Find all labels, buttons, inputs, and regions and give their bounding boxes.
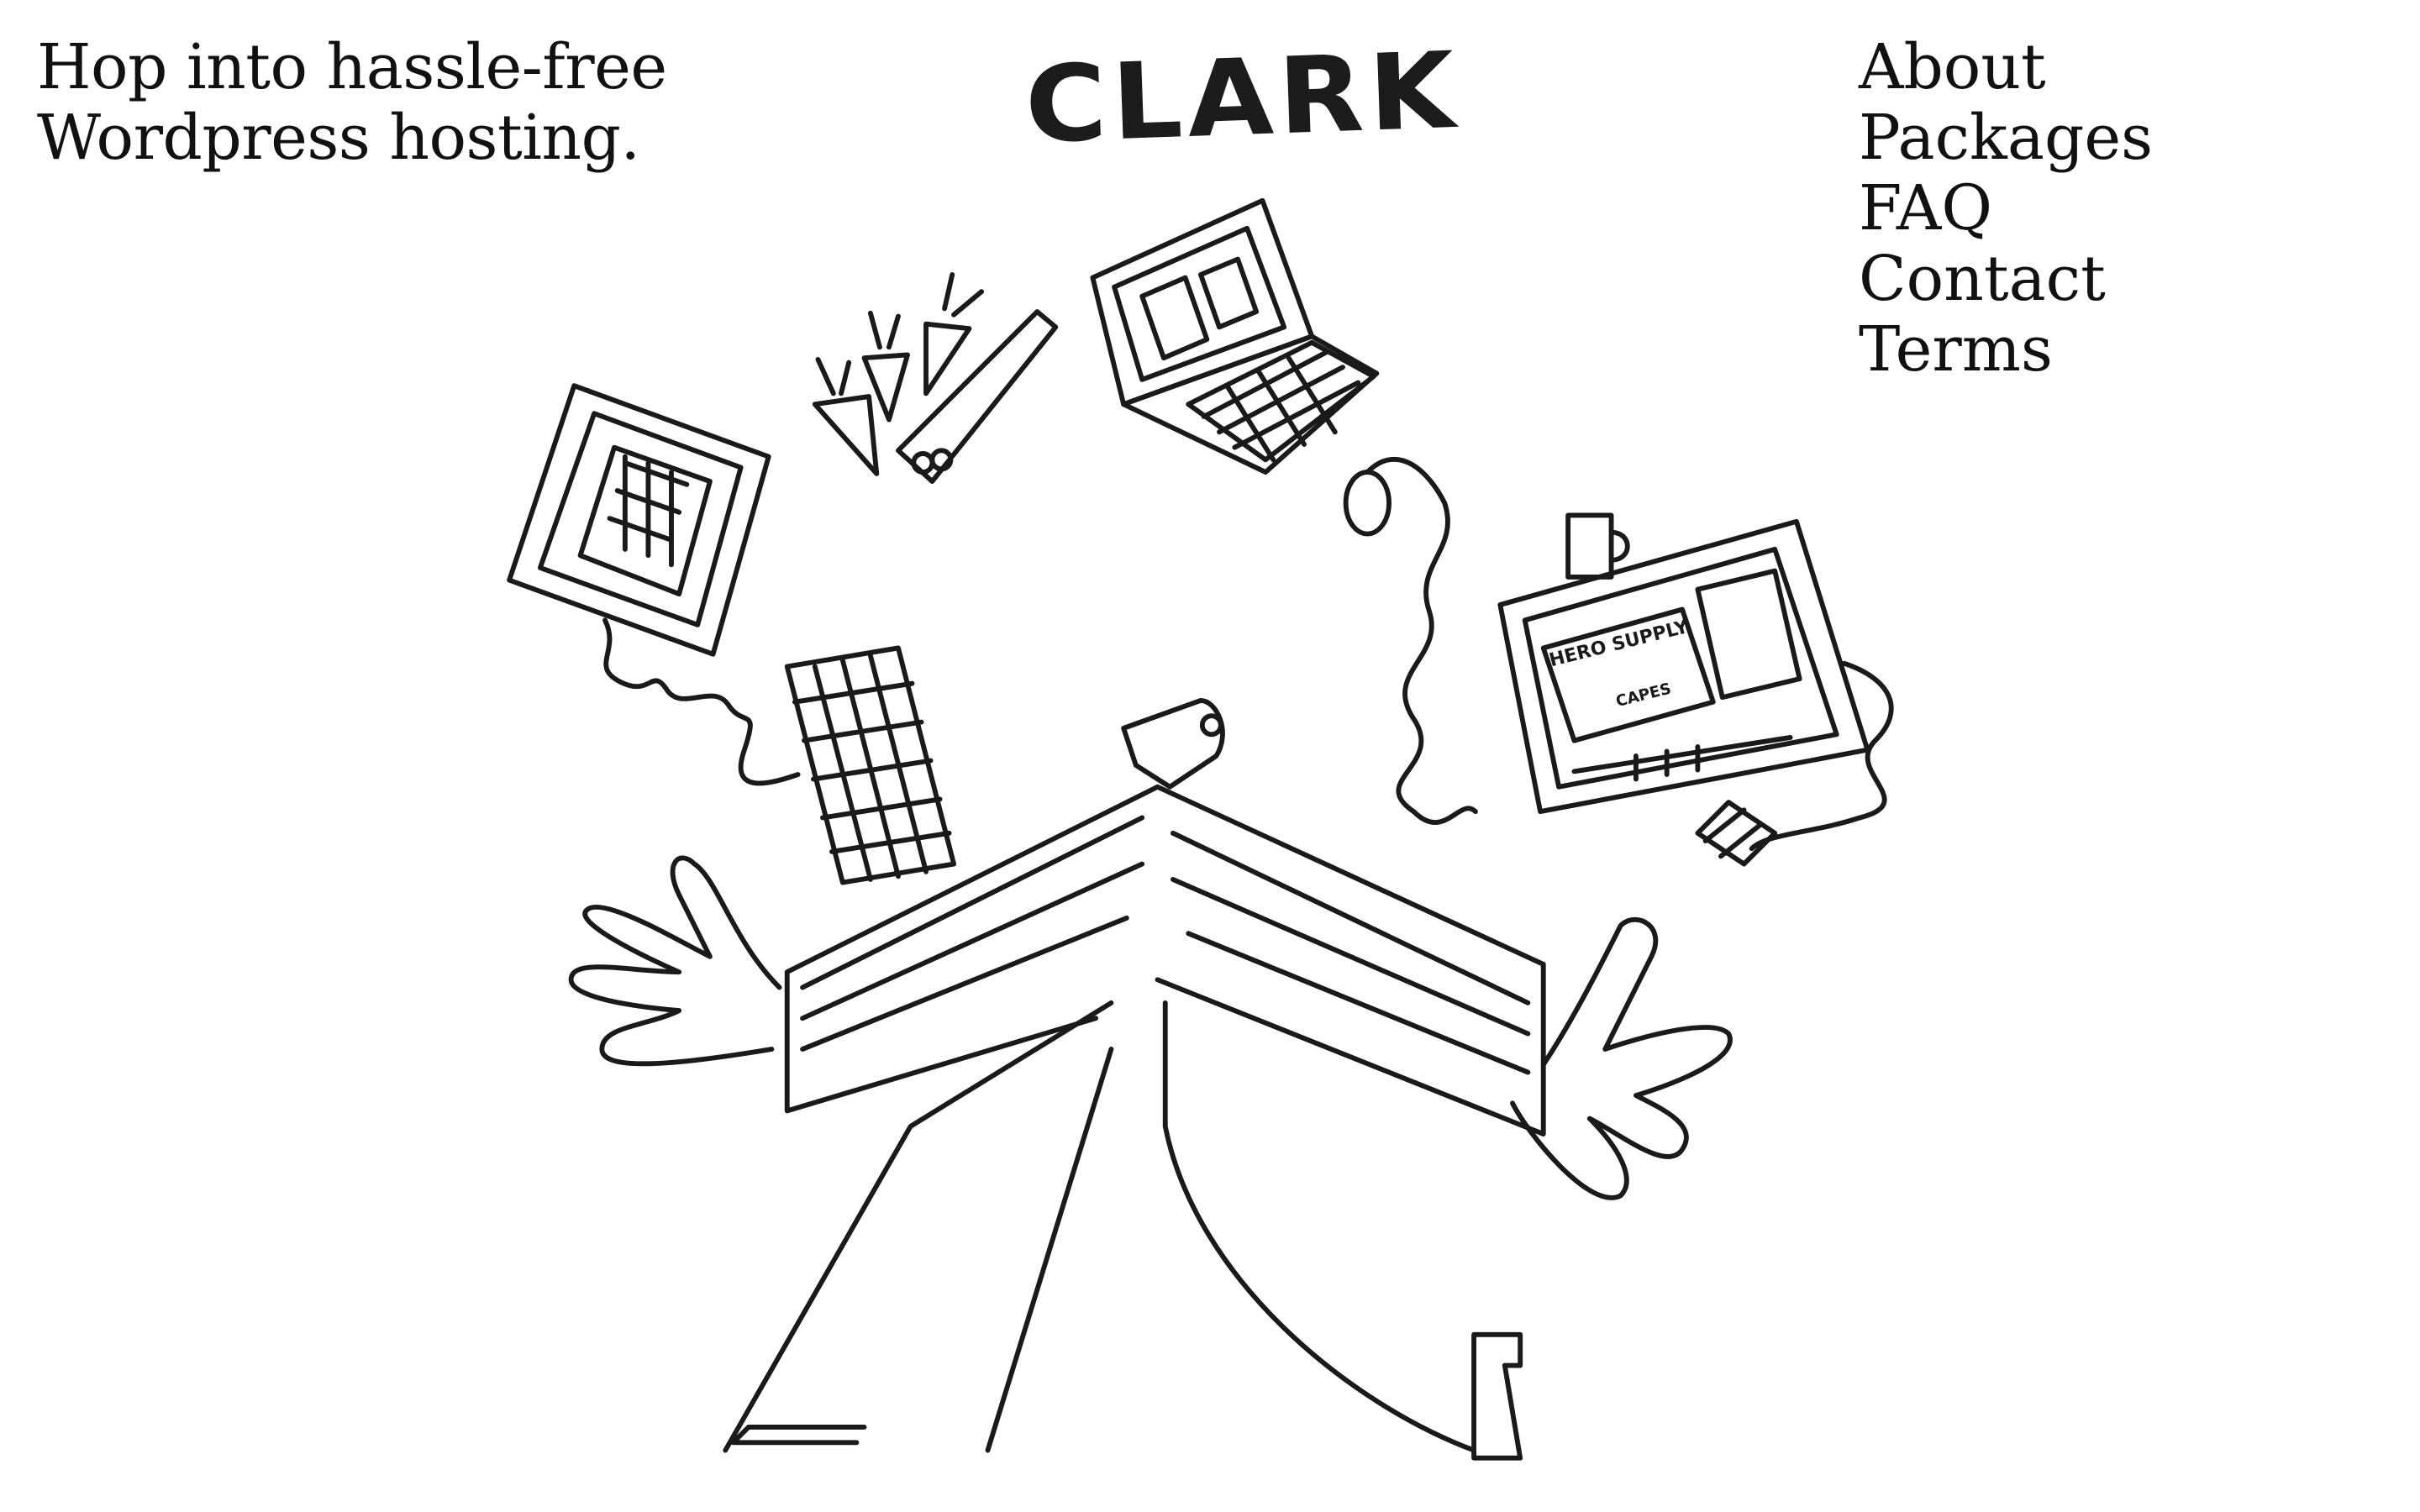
laptop-icon — [1090, 197, 1380, 475]
tagline: Hop into hassle-free Wordpress hosting. — [37, 32, 667, 173]
tagline-line-1: Hop into hassle-free — [37, 31, 667, 103]
monitor-right-icon: HERO SUPPLY CAPES — [1497, 512, 1894, 867]
monitor-left-icon — [507, 383, 801, 786]
sign-hero-supply: HERO SUPPLY — [1547, 617, 1691, 672]
tagline-line-2: Wordpress hosting. — [37, 102, 640, 174]
sign-capes: CAPES — [1614, 680, 1673, 711]
carrots-icon — [812, 272, 1059, 484]
keyboard-icon — [784, 645, 957, 885]
logo[interactable]: CLARK — [1023, 29, 1462, 168]
nav-about[interactable]: About — [1859, 31, 2046, 103]
nav-faq[interactable]: FAQ — [1859, 172, 1993, 244]
juggler-figure — [568, 697, 1733, 1461]
nav-contact[interactable]: Contact — [1859, 243, 2106, 315]
nav-packages[interactable]: Packages — [1859, 102, 2154, 174]
main-nav: About Packages FAQ Contact Terms — [1859, 32, 2153, 385]
nav-terms[interactable]: Terms — [1859, 313, 2053, 386]
mouse-icon — [1343, 456, 1478, 825]
